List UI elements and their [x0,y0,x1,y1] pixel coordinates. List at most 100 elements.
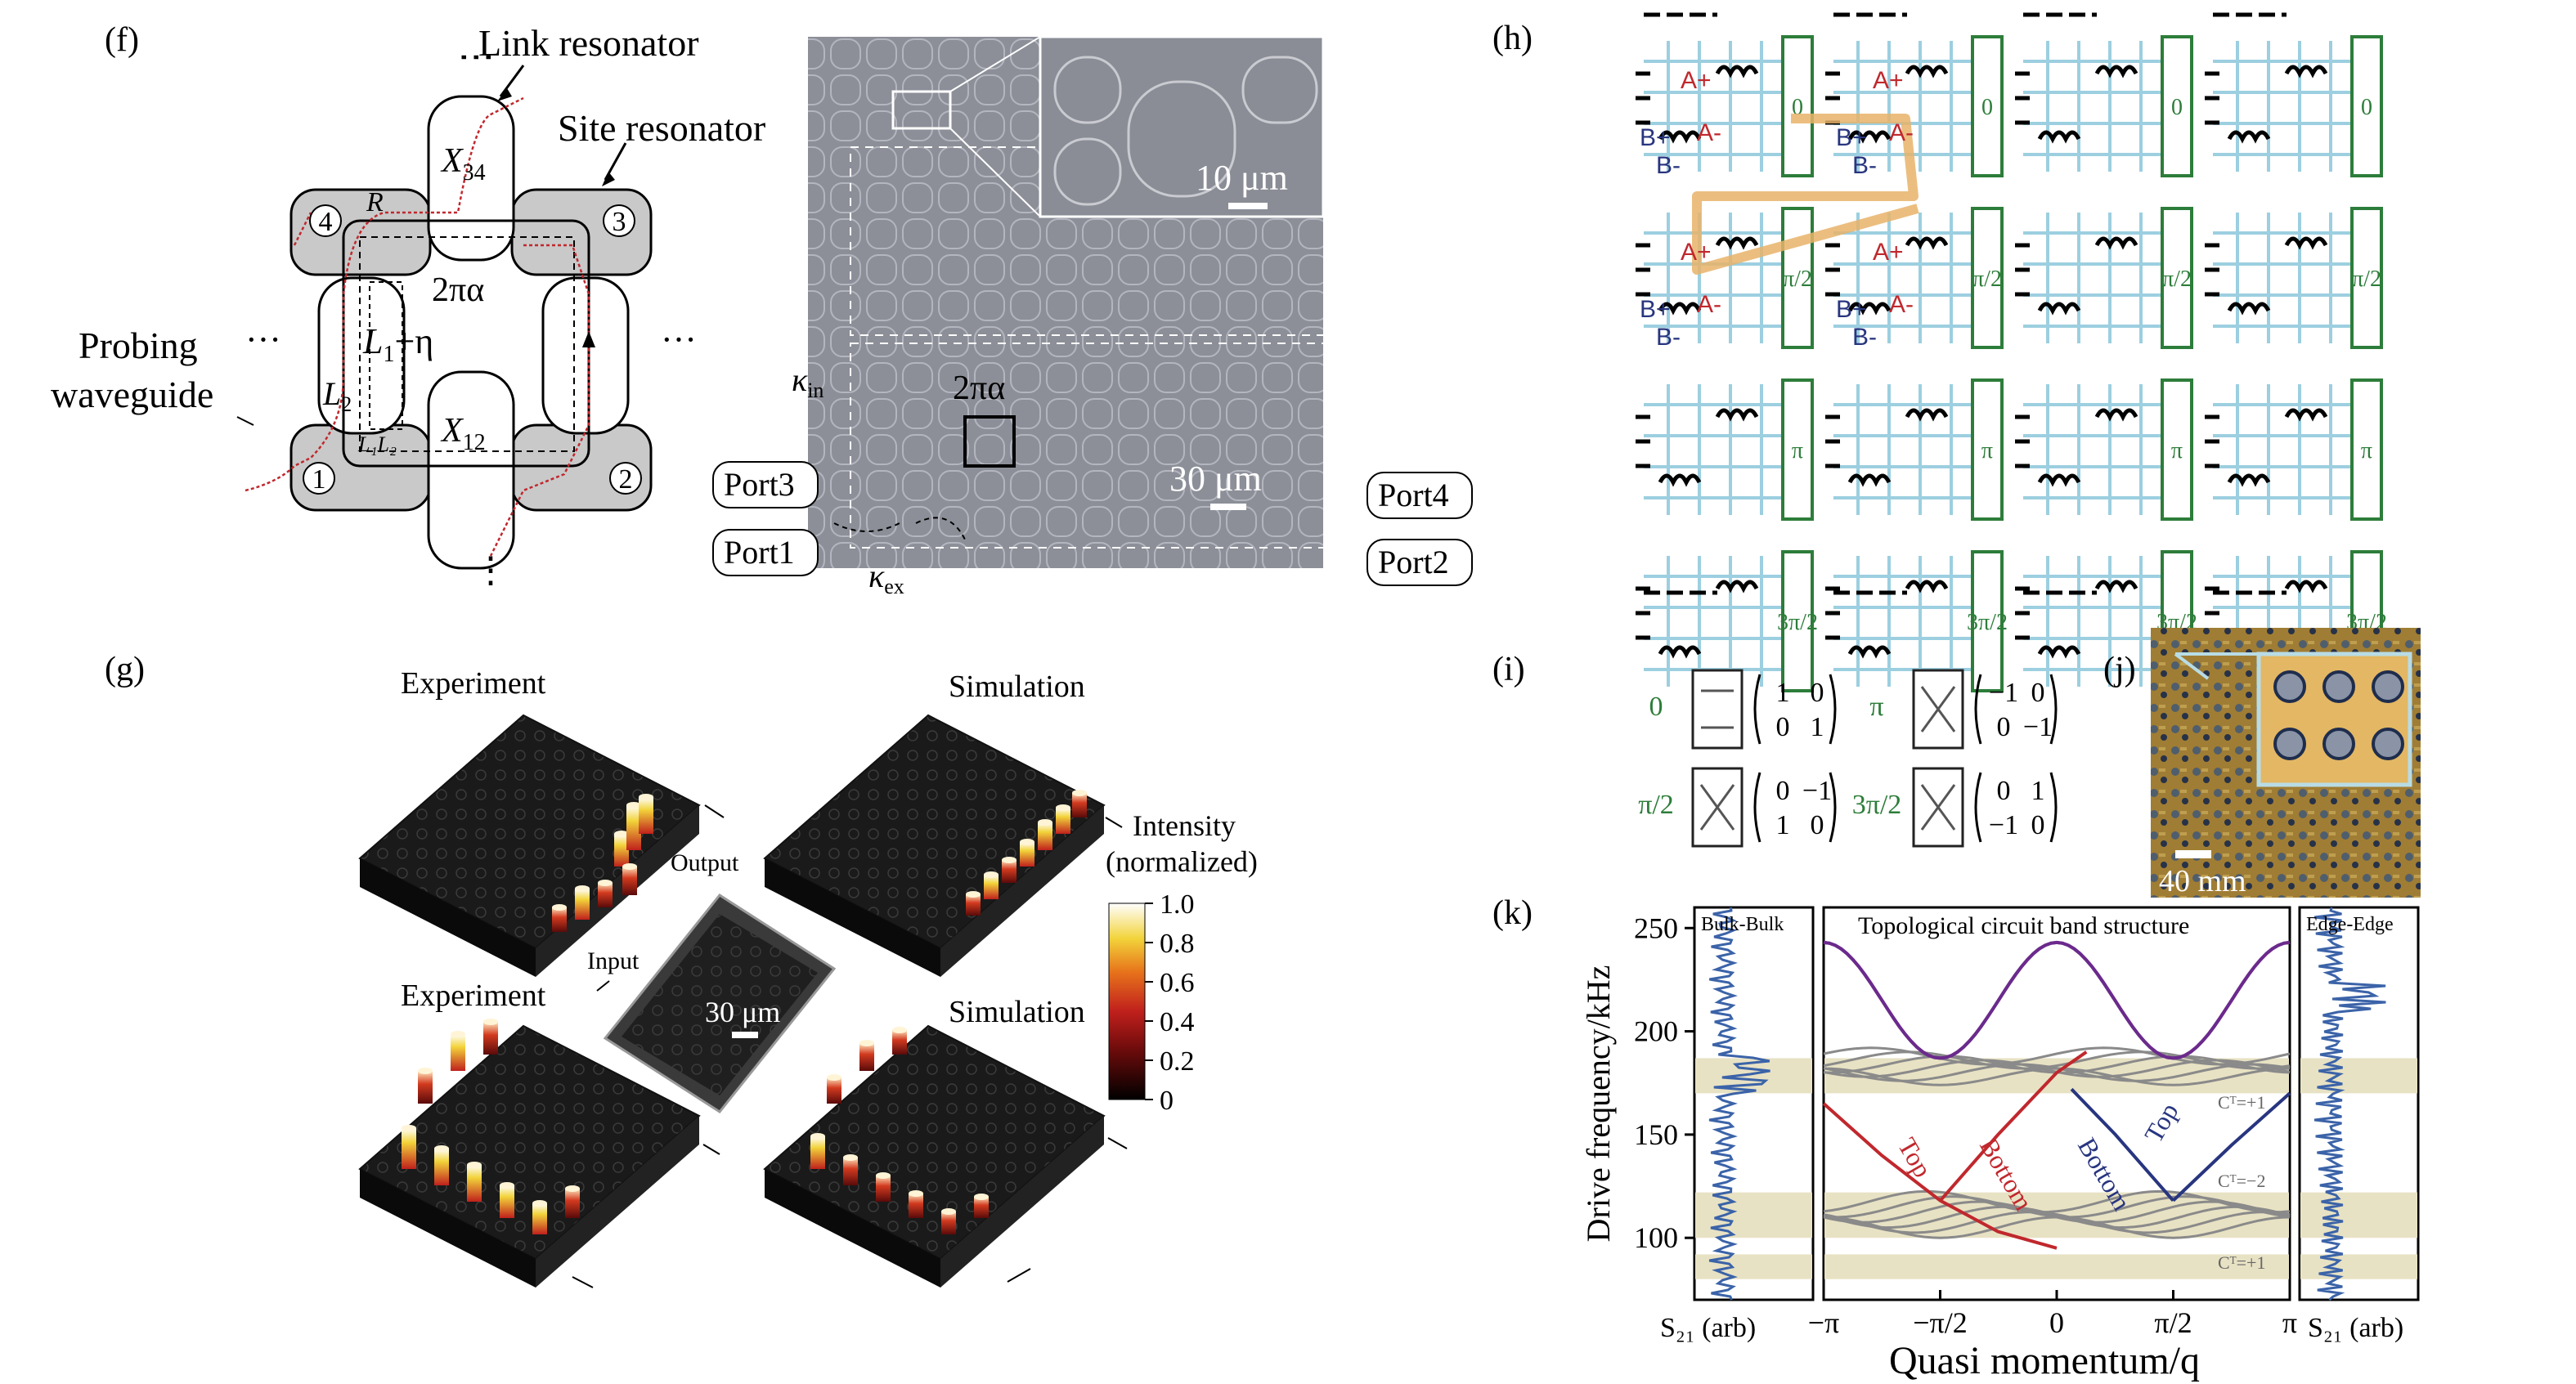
matrix-entry: −1 [1989,810,2018,840]
matrix-entry: −1 [1989,678,2018,708]
purple-band [1823,940,2291,1060]
device-scale-label: 30 μm [705,996,780,1028]
coil-icon [1905,580,1949,593]
coil-icon [2227,473,2271,487]
y-tick-label: 150 [1634,1118,1678,1151]
matrix-entry: 0 [1811,810,1824,840]
intensity-pillar [639,797,653,834]
coil-icon [1658,302,1702,316]
output-label: Output [671,849,739,876]
coil-icon [2227,130,2271,144]
coil-icon [1847,302,1892,316]
coupler-wire [1699,784,1735,831]
pillar-top [1072,790,1087,796]
intensity-pillar [418,1071,433,1104]
port-a-plus-2: A+ [1873,67,1904,94]
coupler-box [2161,207,2193,349]
matrix-entry: 0 [2031,678,2045,708]
panel-j: (j) 40 mm [2103,628,2421,898]
orange-loop-arrow [1692,114,1919,275]
port3-box [712,461,819,508]
colorbar-ticks: 1.00.80.60.40.20 [1145,889,1195,1116]
port3-label: Port3 [724,466,795,503]
coil-icon [1658,645,1702,659]
port-a-minus-2: A- [1889,119,1914,146]
intensity-pillar [810,1136,825,1169]
matrix-entry: 1 [1776,678,1790,708]
flux-label: 2πα [432,271,484,309]
s21-right-label: S₂₁ (arb) [2308,1313,2403,1343]
bulk-band-upper [1823,1063,2291,1082]
coil-icon [2037,645,2081,659]
intensity-pillar [827,1077,841,1104]
site-resonators [289,188,653,512]
port-b-plus-2: B+ [1836,124,1867,151]
block-sim-top [763,714,1106,977]
port-a-plus: A+ [1681,67,1712,94]
intensity-pillar [598,883,613,907]
probing-label: Probing [79,325,198,366]
l1-eta-label: L1+η [362,321,433,367]
intensity-pillar [565,1189,580,1218]
sem-scalebar [1210,504,1246,510]
band-title: Topological circuit band structure [1858,912,2189,939]
port-b-plus: B+ [1640,124,1671,151]
phase-label: π [1869,692,1883,722]
pillar-top [1056,804,1070,811]
sem-inset-rings [1053,56,1318,206]
coil-icon [2284,408,2328,422]
device-scalebar [732,1032,758,1038]
coil-icon [1905,65,1949,78]
port-b-minus: B- [1656,152,1681,179]
port1-label: Port1 [724,534,795,571]
kappa-ex-label: κex [868,558,904,598]
colorbar-tick-label: 0.4 [1160,1007,1195,1037]
matrix-bracket-right [2049,674,2058,745]
pillar-top [1002,857,1016,863]
y-tick-label: 100 [1634,1221,1678,1254]
gap-band [1695,1254,1812,1279]
coupler-phase-label: π [1981,438,1993,464]
inset-components [2273,670,2404,760]
matrix-entry: 1 [1811,712,1824,742]
pillar-top [552,904,567,911]
x-tick-label: π/2 [2154,1306,2192,1339]
gap-band [1824,1254,2289,1279]
chern-label: Cᵀ=+1 [2218,1252,2265,1273]
chern-label: Cᵀ=−2 [2218,1171,2265,1191]
colorbar-tick-label: 0 [1160,1086,1174,1116]
matrix-entry: 0 [1811,678,1824,708]
coupler-phase-label: 0 [2361,95,2372,120]
panel-j-label: (j) [2103,651,2136,688]
coupler-box [1971,378,2004,521]
colorbar [1108,903,1146,1100]
intensity-pillar [1072,793,1087,817]
port-b-minus-2: B- [1852,152,1877,179]
dots-top: ⋮ [457,39,497,75]
port-a-plus-3: A+ [1681,239,1712,266]
gap-band [2300,1254,2417,1279]
coupler-box [1781,35,1814,177]
pillar-top [418,1068,433,1074]
inset-scale-label: 10 μm [1196,158,1288,198]
photo-scalebar [2175,850,2211,858]
coupler-phase-label: 0 [2171,95,2183,120]
coil-icon [2284,65,2328,78]
coil-icon [2284,580,2328,593]
coil-icon [2094,580,2138,593]
coupler-box [2161,378,2193,521]
matrix-entry: 0 [1997,712,2011,742]
intensity-pillar [984,875,999,899]
coupler-box [2350,207,2383,349]
x34-label: X34 [440,142,486,186]
coupler-box [1781,207,1814,349]
colorbar-tick-label: 1.0 [1160,889,1195,920]
site-circle-1 [303,462,335,495]
edge-state-line [2172,1091,2291,1203]
coil-icon [2227,302,2271,316]
intensity-pillar [1056,808,1070,834]
l1l2-label: L₁L₂ [357,432,397,456]
intensity-pillar [626,805,641,850]
